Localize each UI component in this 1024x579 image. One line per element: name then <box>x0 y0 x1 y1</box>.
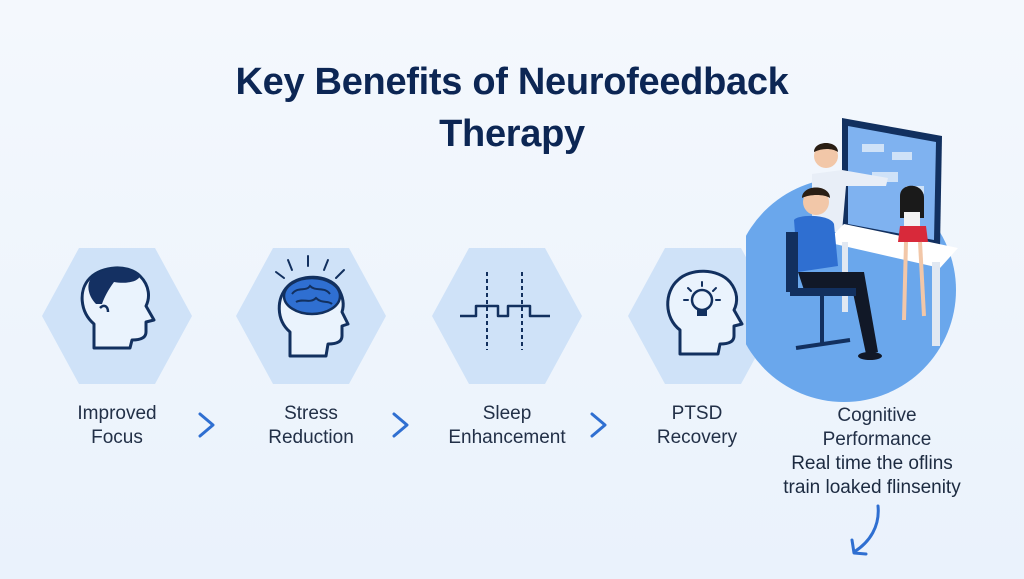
benefit-label-ptsd-recovery: PTSD Recovery <box>656 403 738 448</box>
improved-focus-hexagon <box>42 246 192 386</box>
ptsd-recovery-hexagon <box>628 246 778 386</box>
title-line-2: Therapy <box>439 113 585 155</box>
page-title: Key Benefits of Neurofeedback Therapy <box>0 56 1024 160</box>
chevron-right-icon <box>196 408 218 442</box>
benefit-label-cognitive-performance: Cognitive Performance <box>822 405 932 450</box>
curved-arrow-icon <box>850 504 880 556</box>
benefit-label-improved-focus: Improved Focus <box>77 403 157 448</box>
lightbulb-head-icon <box>628 248 778 384</box>
caption-note: Real time the oflins train loaked flinse… <box>772 452 972 500</box>
therapist-figure <box>812 143 888 232</box>
head-profile-icon <box>42 248 192 384</box>
benefit-label-stress-reduction: Stress Reduction <box>268 403 354 448</box>
sleep-wave-icon <box>432 248 582 384</box>
brain-head-icon <box>236 248 386 384</box>
caption-line-1: Real time the oflins <box>791 453 953 474</box>
therapy-session-illustration <box>746 118 958 402</box>
chevron-right-icon <box>588 408 610 442</box>
caption-line-2: train loaked flinsenity <box>783 477 961 498</box>
title-line-1: Key Benefits of Neurofeedback <box>235 61 789 103</box>
benefit-label-sleep-enhancement: Sleep Enhancement <box>448 403 566 448</box>
chevron-right-icon <box>390 408 412 442</box>
sleep-enhancement-hexagon <box>432 246 582 386</box>
patient-figure <box>898 185 928 321</box>
stress-reduction-hexagon <box>236 246 386 386</box>
seated-user-figure <box>786 187 882 360</box>
